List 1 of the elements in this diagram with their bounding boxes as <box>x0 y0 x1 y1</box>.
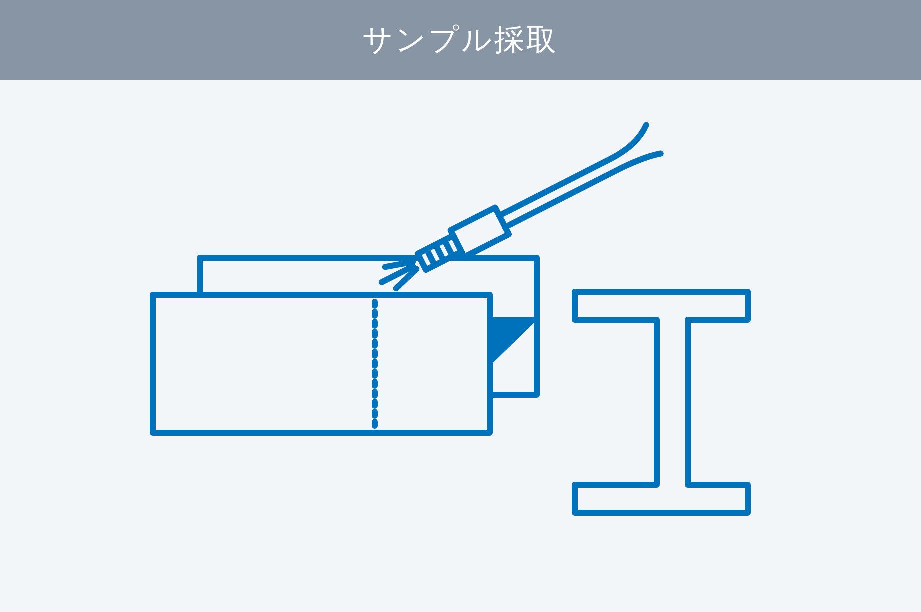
title: サンプル採取 <box>362 22 558 60</box>
